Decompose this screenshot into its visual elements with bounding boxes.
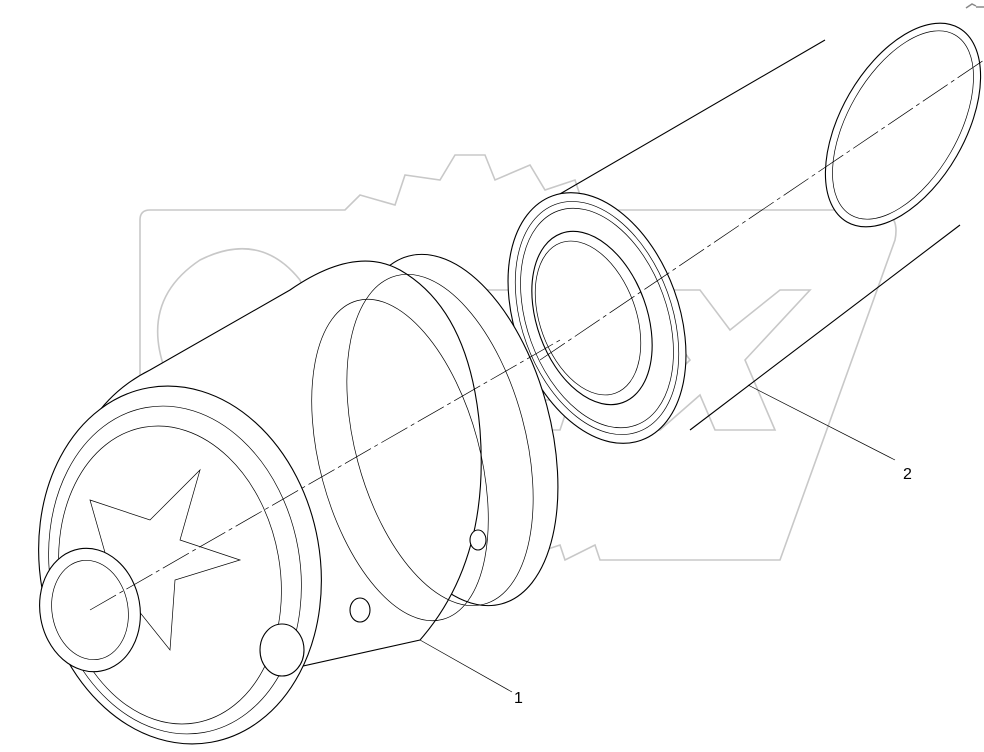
callout-1: 1 (514, 690, 523, 707)
callout-2: 2 (903, 466, 912, 483)
corner-mark (965, 3, 984, 9)
filter-element-part-2 (507, 22, 984, 461)
air-filter-housing-part-1 (38, 253, 561, 745)
